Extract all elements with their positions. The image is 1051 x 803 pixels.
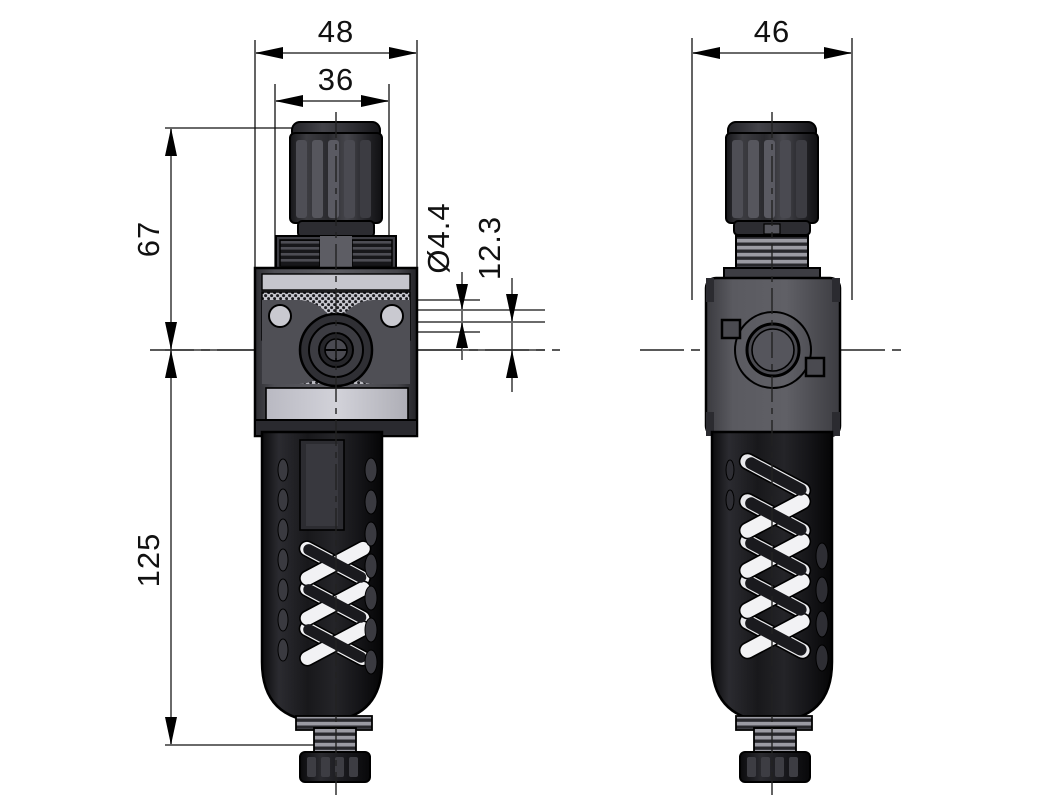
side-extension-lines (691, 38, 853, 300)
mounting-hole-left (268, 304, 292, 328)
port-marker-right (804, 356, 826, 378)
dimension-48: 48 (255, 14, 417, 59)
dimension-hole-dia-label: Ø4.4 (421, 202, 456, 273)
knob-flutes-side (732, 140, 807, 218)
dimension-67-label: 67 (131, 221, 166, 257)
hole-extension-lines (404, 299, 545, 351)
dimension-36: 36 (275, 62, 389, 107)
mounting-hole-right (380, 304, 404, 328)
dimension-46: 46 (692, 14, 852, 59)
bowl-windows-side (725, 452, 829, 672)
side-view: 46 (640, 14, 905, 795)
dimension-12-3: 12.3 (472, 216, 518, 392)
dimension-12-3-label: 12.3 (472, 216, 507, 280)
drain-valve-side (735, 715, 813, 783)
port-marker-left (720, 318, 742, 340)
knob-flutes (296, 140, 371, 218)
dimension-67: 67 (131, 128, 177, 350)
dimension-46-label: 46 (754, 14, 790, 49)
bowl-windows-front (277, 439, 378, 675)
regulator-body-side (704, 276, 842, 438)
drain-valve-front (295, 715, 373, 783)
dimension-hole-dia: Ø4.4 (421, 202, 468, 360)
label-panel-front (265, 387, 409, 423)
dimension-125: 125 (131, 350, 177, 745)
dimension-48-label: 48 (318, 14, 354, 49)
filter-bowl-front (260, 430, 384, 724)
filter-bowl-side (710, 430, 834, 724)
dimension-125-label: 125 (131, 533, 166, 588)
dimension-36-label: 36 (318, 62, 354, 97)
front-view: 48 36 67 125 (131, 14, 560, 795)
